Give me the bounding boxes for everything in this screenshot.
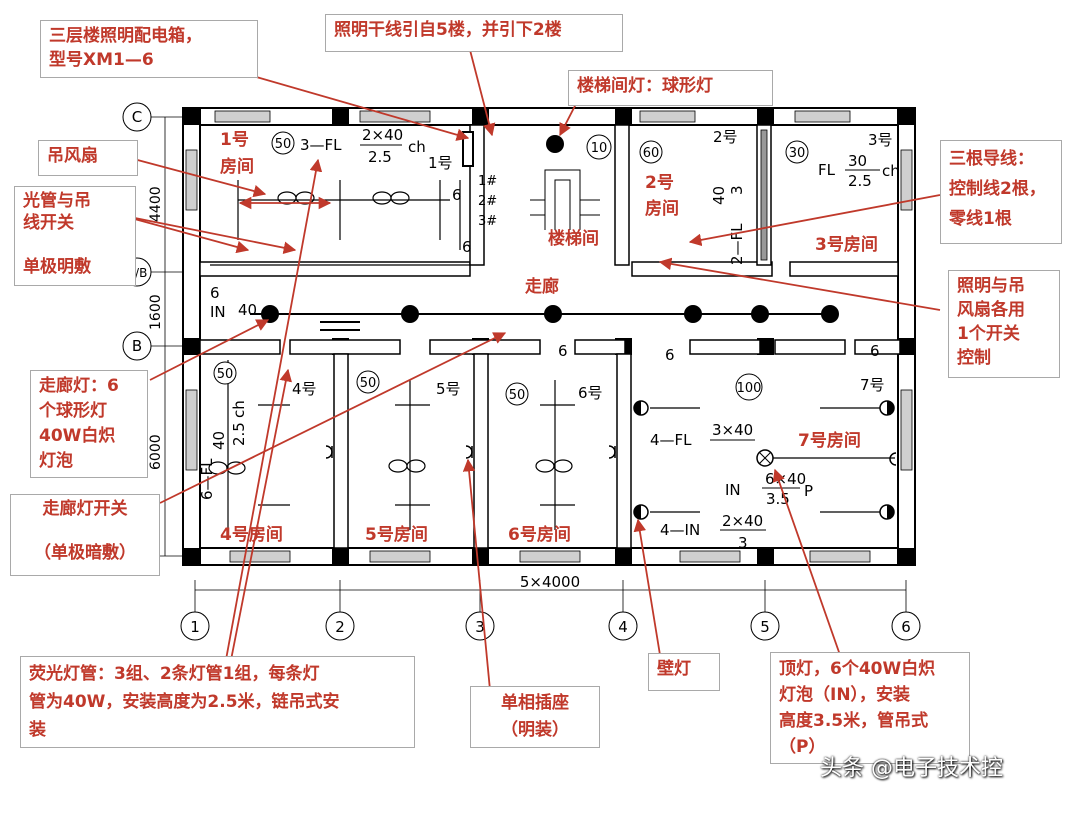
r7-num2: 6×40	[765, 470, 806, 488]
walls	[182, 107, 916, 566]
axis-col-5: 5	[760, 618, 770, 636]
axis-row-b: B	[132, 337, 142, 355]
dim-row-3: 6000	[148, 434, 164, 470]
south-fixtures	[227, 360, 895, 540]
cor-40: 40	[238, 301, 257, 319]
r3-fl: FL	[818, 161, 836, 179]
axis-col-6: 6	[901, 618, 911, 636]
watermark: 头条 @电子技术控	[820, 756, 1003, 781]
floor-1: 1#	[478, 174, 497, 189]
dim-row-1: 4400	[148, 186, 164, 222]
axis-col-1: 1	[190, 618, 200, 636]
area-7: 100	[737, 381, 762, 396]
callout-stair-lamp: 楼梯间灯：球形灯	[568, 70, 773, 106]
s7: 7号	[860, 376, 885, 394]
area-2: 60	[643, 146, 660, 161]
callout-ceiling-lamp: 顶灯，6个40W白炽 灯泡（IN），安装 高度3.5米，管吊式 （P）	[770, 652, 970, 764]
staircase	[530, 169, 600, 230]
callout-trunk: 照明干线引自5楼，并引下2楼	[325, 14, 623, 52]
axis-col-2: 2	[335, 618, 345, 636]
floor-3: 3#	[478, 214, 497, 229]
callout-fluorescent: 荧光灯管：3组、2条灯管1组，每条灯 管为40W，安装高度为2.5米，链吊式安 …	[20, 656, 415, 748]
area-3: 30	[789, 146, 806, 161]
room-4: 4号房间	[220, 524, 283, 545]
callout-shared-switch: 照明与吊 风扇各用 1个开关 控制	[948, 270, 1060, 378]
area-stair: 10	[591, 141, 608, 156]
r7-num1: 3×40	[712, 421, 753, 439]
cor-six: 6	[210, 284, 220, 302]
room-2-line1: 2号	[645, 173, 674, 193]
r7-den3: 3	[738, 534, 748, 552]
dim-overall: 5×4000	[520, 573, 580, 591]
r1-fl: 3—FL	[300, 136, 342, 154]
r3-ch: ch	[882, 162, 900, 180]
room1-fixtures	[210, 180, 470, 266]
r7-den2: 3.5	[766, 490, 790, 508]
s6: 6号	[578, 384, 603, 402]
room-stair: 楼梯间	[548, 228, 599, 249]
cor-six2: 6	[462, 238, 472, 256]
floor-2: 2#	[478, 194, 497, 209]
r4-ch: ch	[230, 400, 248, 418]
ceiling-fans	[208, 191, 573, 475]
callout-corridor-switch: 走廊灯开关 （单极暗敷）	[10, 494, 160, 576]
r1-den: 2.5	[368, 148, 392, 166]
r2-no: 2号	[713, 128, 738, 146]
r3-no: 3号	[868, 131, 893, 149]
r4-num: 40	[210, 431, 228, 450]
callout-three-wires: 三根导线： 控制线2根， 零线1根	[940, 140, 1062, 244]
area-1: 50	[275, 137, 292, 152]
r3-num: 30	[848, 152, 867, 170]
six-c: 6	[870, 342, 880, 360]
room-2-line2: 房间	[645, 198, 679, 219]
six-b: 6	[665, 346, 675, 364]
s4: 4号	[292, 380, 317, 398]
room-7: 7号房间	[798, 430, 861, 451]
area-circles	[213, 131, 809, 406]
area-6: 50	[509, 388, 526, 403]
r7-fl2: 4—IN	[660, 521, 700, 539]
r1-ch: ch	[408, 138, 426, 156]
r2-den: 3	[728, 185, 746, 195]
room-1-line1: 1号	[220, 130, 249, 150]
s5: 5号	[436, 380, 461, 398]
callout-socket: 单相插座 （明装）	[470, 686, 600, 748]
r7-num3: 2×40	[722, 512, 763, 530]
r3-den: 2.5	[848, 172, 872, 190]
area-4: 50	[217, 367, 234, 382]
callout-fan: 吊风扇	[38, 140, 138, 176]
callout-wall-lamp: 壁灯	[648, 653, 720, 691]
r2-num: 40	[710, 186, 728, 205]
room-corridor: 走廊	[525, 276, 559, 297]
r7-p: P	[804, 482, 813, 500]
callout-corridor-lamp: 走廊灯：6 个球形灯 40W白炽 灯泡	[30, 370, 148, 478]
callout-panel: 三层楼照明配电箱， 型号XM1—6	[40, 20, 258, 78]
room-5: 5号房间	[365, 524, 428, 545]
room-1-line2: 房间	[220, 156, 254, 177]
axis-col-3: 3	[475, 618, 485, 636]
r1-switch: 1号	[428, 154, 453, 172]
dim-row-2: 1600	[148, 294, 164, 330]
six-a: 6	[558, 342, 568, 360]
axis-row-c: C	[132, 108, 142, 126]
cor-in: IN	[210, 303, 226, 321]
wall-lamps	[633, 400, 895, 520]
r2-fl: 2—FL	[728, 223, 746, 265]
r7-in: IN	[725, 481, 741, 499]
r7-fl1: 4—FL	[650, 431, 692, 449]
room-3: 3号房间	[815, 234, 878, 255]
callout-conduit: 光管与吊 线开关 单极明敷	[14, 186, 136, 286]
sockets	[325, 445, 897, 466]
area-5: 50	[360, 376, 377, 391]
r1-num: 2×40	[362, 126, 403, 144]
room-6: 6号房间	[508, 524, 571, 545]
corridor-lamps	[261, 135, 839, 323]
r1-six: 6	[452, 186, 462, 204]
r4-den: 2.5	[230, 422, 248, 446]
axis-col-4: 4	[618, 618, 628, 636]
